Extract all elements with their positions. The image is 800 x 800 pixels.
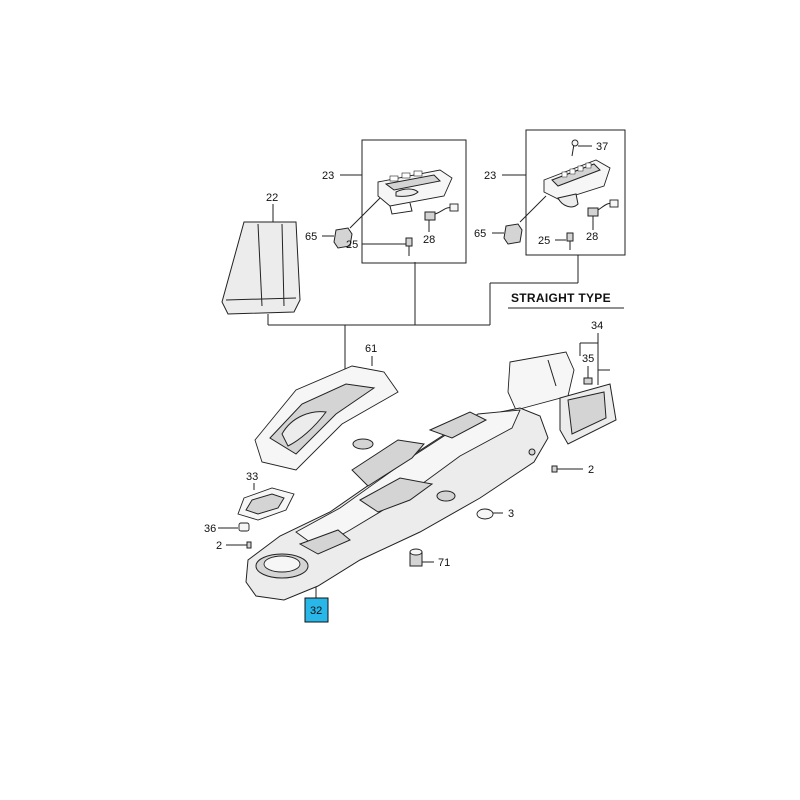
callout-34[interactable]: 34 xyxy=(591,320,603,332)
callout-71[interactable]: 71 xyxy=(438,557,450,569)
cap-3[interactable] xyxy=(476,508,494,520)
callout-highlight-32 xyxy=(304,597,329,623)
callout-65-right[interactable]: 65 xyxy=(474,228,486,240)
bulb-28-right[interactable] xyxy=(587,199,619,217)
shifter-plate-left[interactable] xyxy=(377,169,453,215)
callout-25-right[interactable]: 25 xyxy=(538,235,550,247)
shifter-plate-right[interactable] xyxy=(543,139,611,208)
callout-37[interactable]: 37 xyxy=(596,141,608,153)
callout-61[interactable]: 61 xyxy=(365,343,377,355)
callout-28-right[interactable]: 28 xyxy=(586,231,598,243)
shifter-box-right xyxy=(503,129,626,256)
screw-25-right[interactable] xyxy=(566,232,574,250)
cap-36[interactable] xyxy=(238,522,250,532)
bulb-28-left[interactable] xyxy=(424,203,459,221)
callout-35[interactable]: 35 xyxy=(582,353,594,365)
callout-2-left[interactable]: 2 xyxy=(216,540,222,552)
callout-36[interactable]: 36 xyxy=(204,523,216,535)
callout-23-left[interactable]: 23 xyxy=(322,170,334,182)
mat-33[interactable] xyxy=(237,487,295,521)
screw-25-left[interactable] xyxy=(405,237,413,256)
straight-type-header: STRAIGHT TYPE xyxy=(508,291,624,309)
callout-33[interactable]: 33 xyxy=(246,471,258,483)
callout-32[interactable]: 32 xyxy=(310,605,322,617)
callout-28-left[interactable]: 28 xyxy=(423,234,435,246)
callout-3[interactable]: 3 xyxy=(508,508,514,520)
clip-65-right[interactable] xyxy=(503,223,523,245)
section-title: STRAIGHT TYPE xyxy=(511,291,611,305)
callout-labels: 22 23 65 25 28 23 37 65 25 28 61 34 35 2… xyxy=(204,141,608,617)
floor-console-32[interactable] xyxy=(245,407,549,601)
screw-2-left[interactable] xyxy=(238,541,252,549)
screw-2-right[interactable] xyxy=(551,465,565,473)
clip-65-left[interactable] xyxy=(333,227,353,249)
callout-22[interactable]: 22 xyxy=(266,192,278,204)
callout-23-right[interactable]: 23 xyxy=(484,170,496,182)
callout-2-right[interactable]: 2 xyxy=(588,464,594,476)
socket-71[interactable] xyxy=(409,548,423,567)
leader-lines xyxy=(218,145,610,598)
rear-lid-34[interactable] xyxy=(507,351,617,445)
clip-35[interactable] xyxy=(583,377,593,385)
shift-boot-22[interactable] xyxy=(221,221,301,315)
callout-25-left[interactable]: 25 xyxy=(346,239,358,251)
shifter-box-left xyxy=(333,139,467,264)
bezel-61[interactable] xyxy=(254,365,399,471)
callout-65-left[interactable]: 65 xyxy=(305,231,317,243)
